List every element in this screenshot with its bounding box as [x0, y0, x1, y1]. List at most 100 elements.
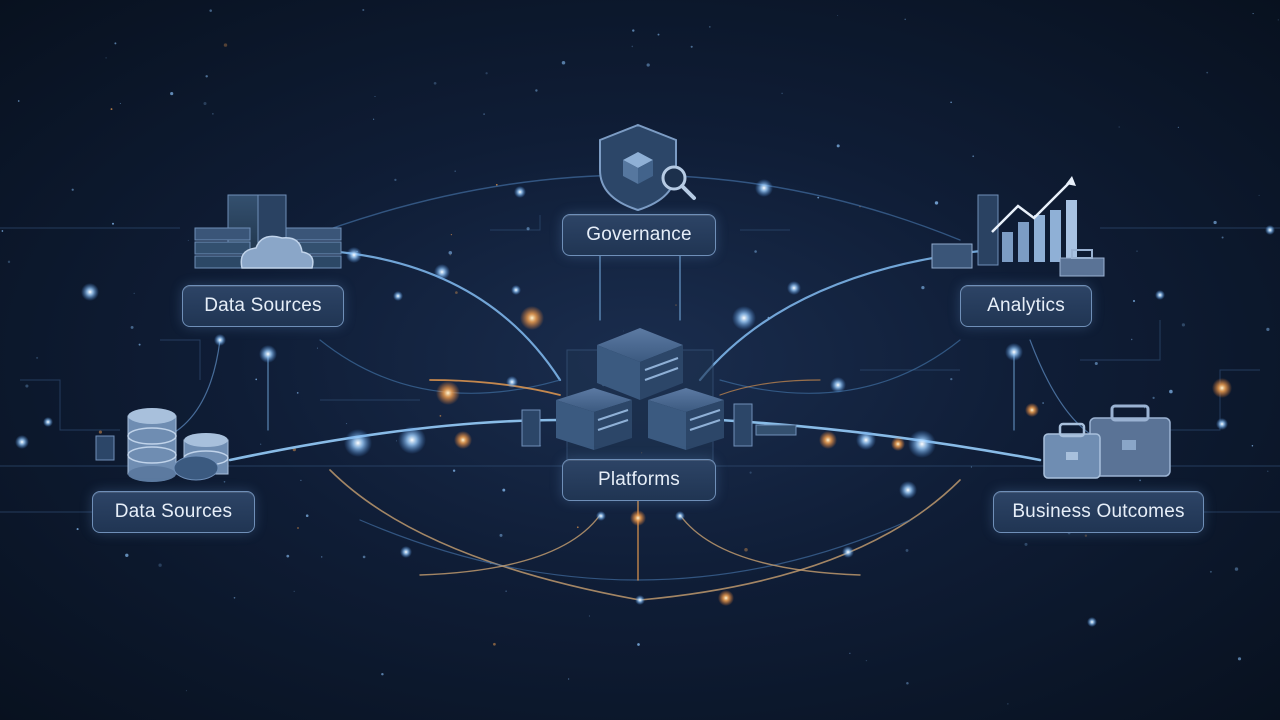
particle [1130, 338, 1133, 341]
particle [904, 18, 906, 21]
particle [212, 113, 214, 115]
particle [1277, 19, 1279, 21]
particle [623, 330, 625, 332]
glow-node [1212, 378, 1232, 398]
particle [1152, 396, 1155, 400]
particle [1118, 126, 1120, 128]
particle [373, 118, 375, 120]
particle [7, 260, 11, 264]
particle [1252, 13, 1254, 15]
glow-node [856, 430, 876, 450]
particle [950, 101, 952, 104]
particle [449, 254, 451, 256]
particle [837, 14, 839, 16]
glow-node [398, 426, 426, 454]
particle [637, 643, 640, 646]
particle [346, 423, 348, 425]
glow-node [718, 590, 734, 606]
particle [561, 61, 566, 65]
glow-node [891, 437, 905, 451]
glow-node [1025, 403, 1039, 417]
particle [631, 45, 634, 48]
glow-node [630, 510, 646, 526]
particle [76, 528, 79, 531]
business-outcomes-label: Business Outcomes [993, 491, 1204, 533]
particle [1177, 126, 1180, 129]
particle [362, 8, 365, 12]
particle [1143, 407, 1146, 409]
particle [690, 45, 693, 48]
particle [71, 188, 74, 191]
particle [1237, 657, 1242, 661]
glow-nodes [15, 179, 1275, 627]
glow-node [15, 435, 29, 449]
particle [849, 652, 851, 654]
particle [921, 285, 925, 290]
particle [36, 356, 39, 359]
particle [1084, 534, 1088, 537]
particle [260, 443, 262, 445]
glow-node [436, 381, 460, 405]
particle [1221, 236, 1224, 239]
particle [502, 488, 506, 492]
particle [576, 526, 579, 529]
particle [297, 527, 299, 529]
glow-node [1155, 290, 1165, 300]
glow-node [344, 429, 372, 457]
particle [836, 144, 840, 148]
particle [708, 26, 711, 28]
glow-node [899, 481, 917, 499]
particle [1136, 250, 1138, 252]
governance-label: Governance [562, 214, 716, 256]
particle [105, 57, 107, 59]
particle [632, 29, 635, 32]
particle [114, 42, 117, 45]
shield-cube-search-icon [599, 123, 696, 212]
server-cluster-icon [521, 328, 797, 471]
particle [300, 479, 302, 482]
glow-node [755, 179, 773, 197]
server-cloud-icon [194, 194, 342, 269]
glow-node [1005, 343, 1023, 361]
particle [209, 9, 212, 12]
particle [158, 563, 162, 567]
particle [1024, 542, 1028, 546]
particle [433, 81, 437, 85]
particle [483, 113, 485, 115]
particle [1206, 71, 1209, 74]
particle [1181, 323, 1186, 327]
particle [588, 615, 590, 617]
glow-node [1087, 617, 1097, 627]
particle [394, 178, 397, 182]
glow-node [514, 186, 526, 198]
particle [905, 548, 909, 552]
particle [567, 678, 570, 680]
particle [817, 196, 820, 199]
glow-node [635, 595, 645, 605]
particle [1251, 445, 1254, 447]
particle [119, 103, 121, 105]
particle [754, 250, 757, 253]
particle [223, 43, 228, 47]
particle [744, 547, 748, 552]
particle [781, 92, 783, 95]
particle [1132, 299, 1136, 303]
particle [362, 555, 366, 559]
glow-node [81, 283, 99, 301]
glow-node [434, 264, 450, 280]
particle [296, 392, 299, 394]
particle [170, 92, 174, 96]
data-sources-top-label: Data Sources [182, 285, 344, 327]
particle [223, 480, 226, 483]
particle [495, 183, 498, 186]
particle [125, 553, 129, 557]
glow-node [787, 281, 801, 295]
briefcase-icon [1043, 404, 1171, 479]
glow-node [732, 306, 756, 330]
glow-node [1265, 225, 1275, 235]
glow-node [511, 285, 521, 295]
particle [452, 469, 456, 472]
particle [657, 33, 660, 36]
glow-node [675, 511, 685, 521]
particle [535, 89, 538, 92]
